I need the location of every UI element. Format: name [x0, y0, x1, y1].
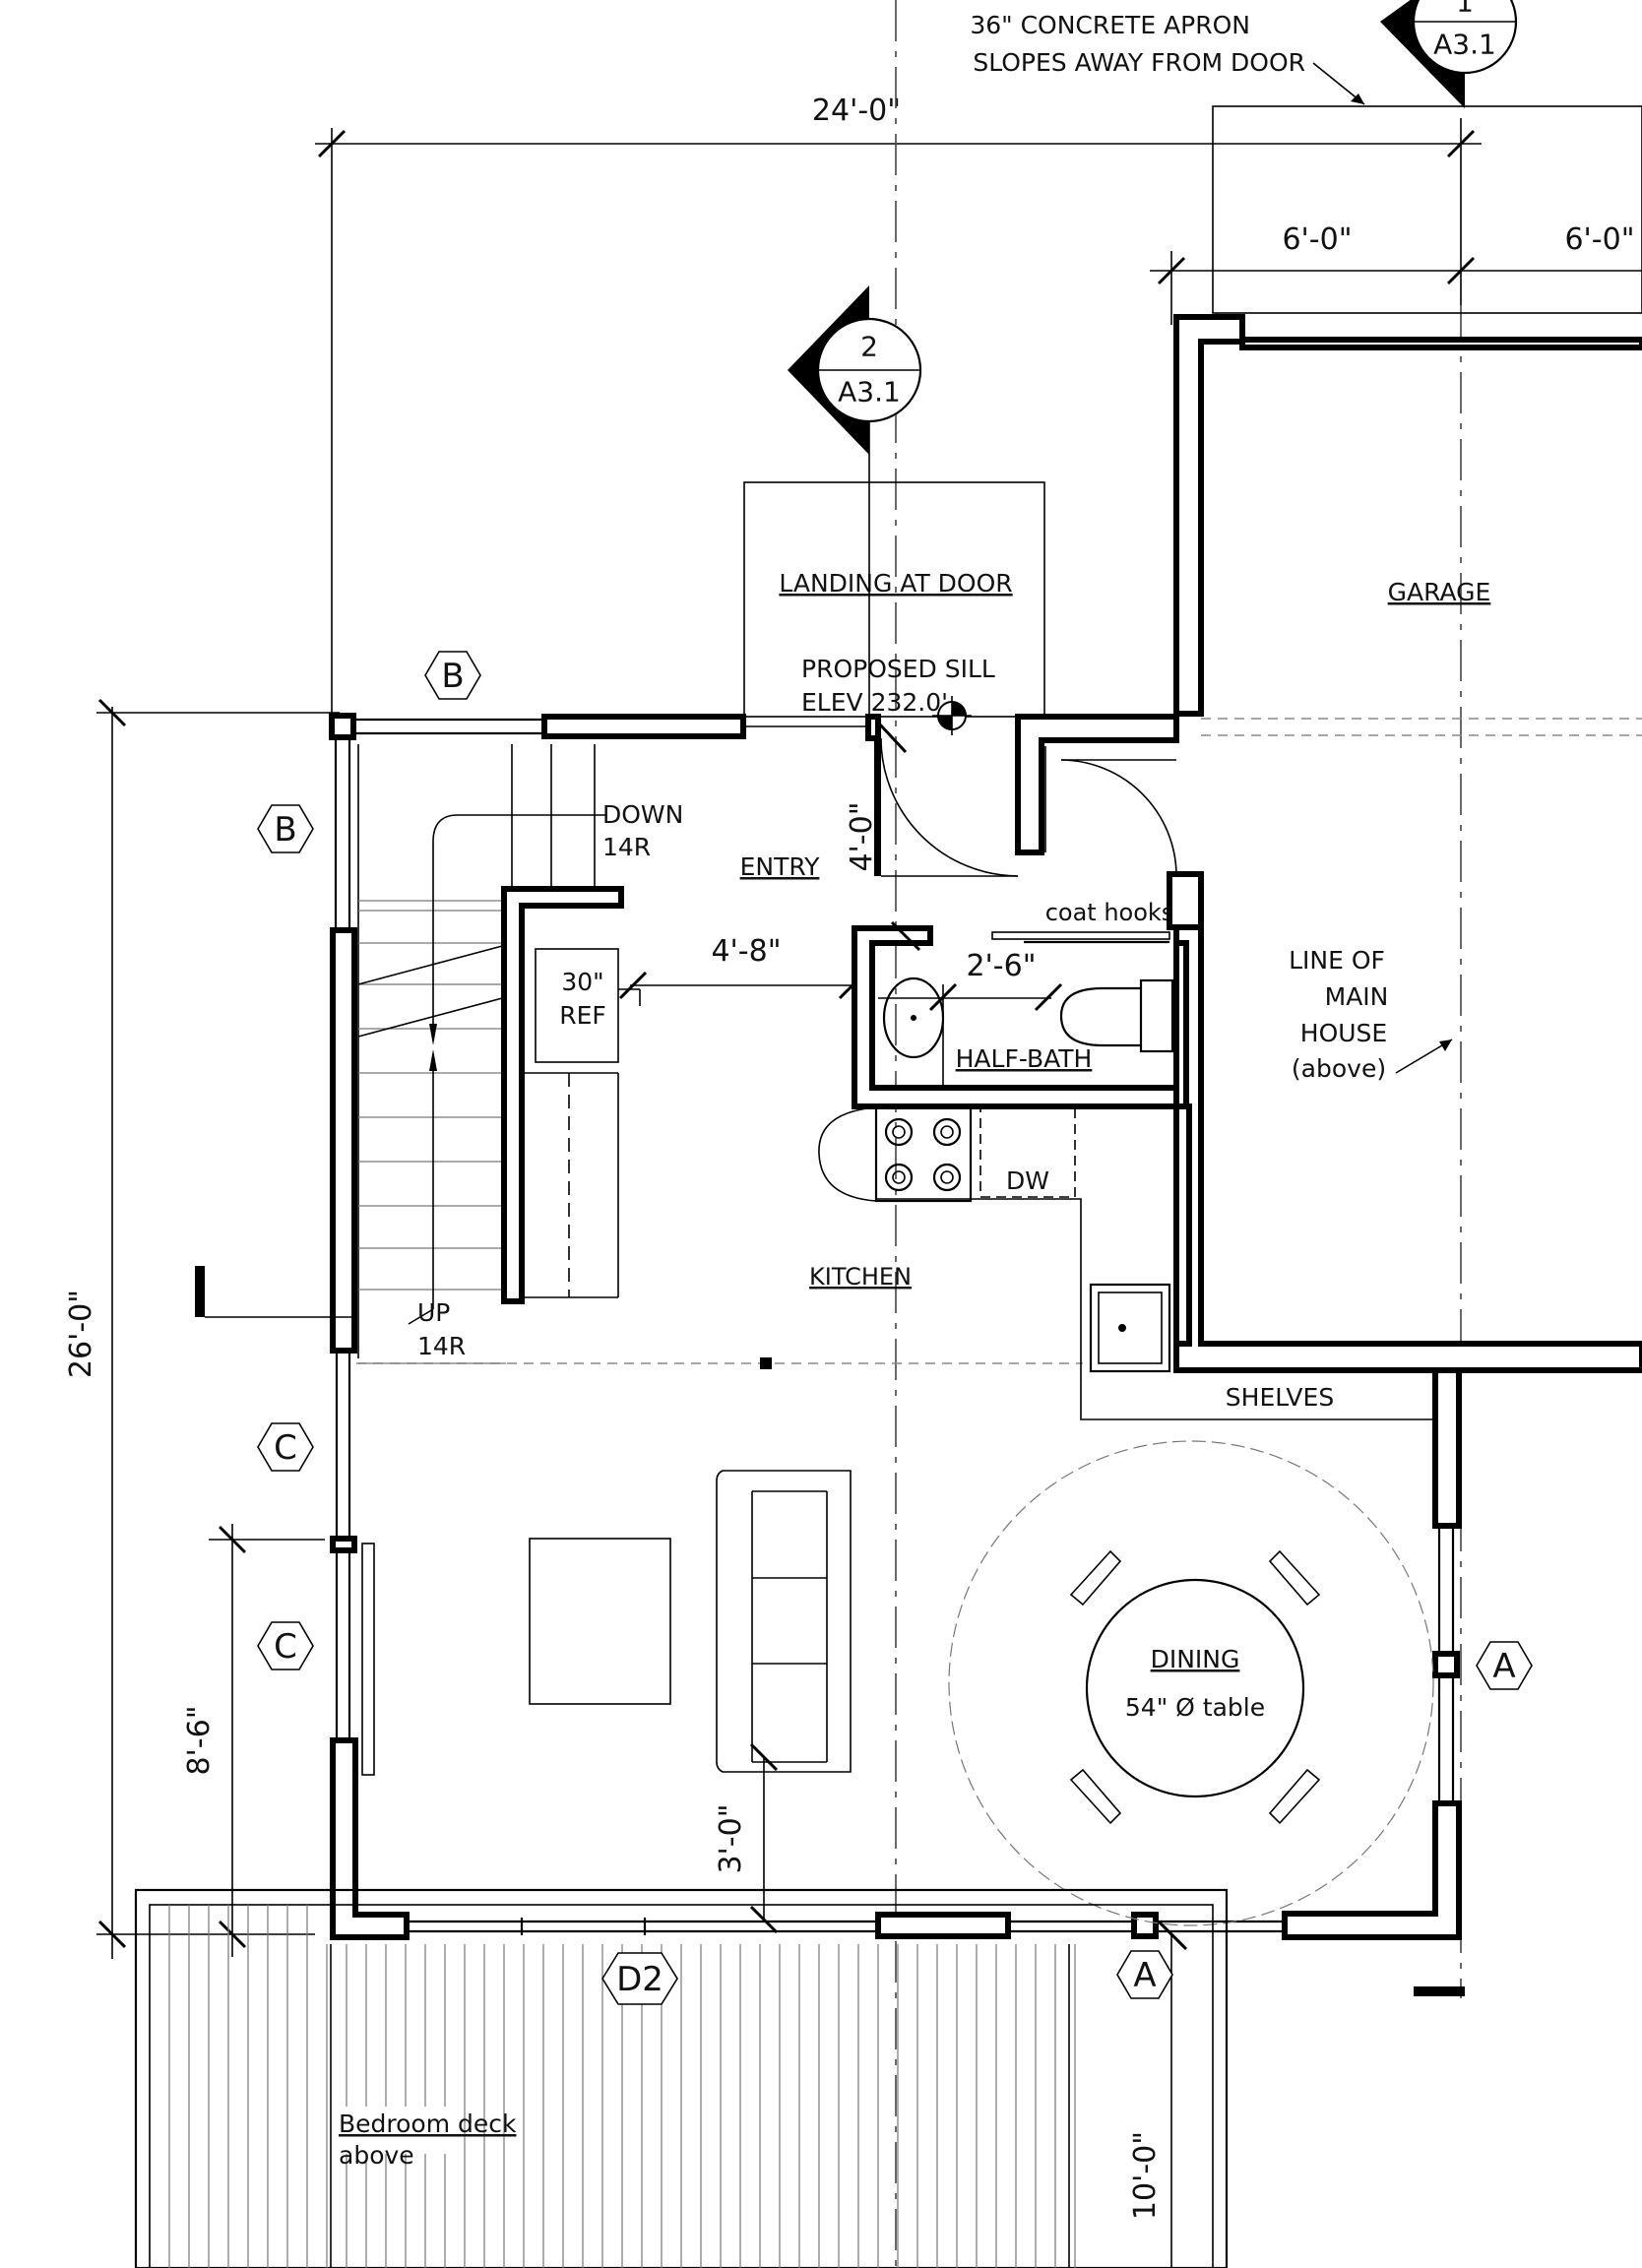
refrigerator-wall: 30" REF: [501, 886, 641, 1304]
deck-label-line1: Bedroom deck: [339, 2110, 517, 2138]
overall-width-dimension: 24'-0": [315, 94, 1482, 728]
ref-to-bath-dimension: 4'-8": [618, 934, 867, 1000]
apron-line1: 36" CONCRETE APRON: [970, 11, 1250, 39]
sofa-clear-text: 3'-0": [714, 1803, 748, 1873]
landing-label: LANDING AT DOOR: [779, 569, 1012, 598]
sill-label-line1: PROPOSED SILL: [801, 655, 995, 683]
coat-hooks: coat hooks: [991, 871, 1204, 944]
dining: DINING 54" Ø table: [948, 1440, 1434, 1926]
section-marker-2: 2 A3.1: [788, 285, 922, 719]
up-label-line2: 14R: [417, 1332, 466, 1360]
main-house-line4: (above): [1292, 1054, 1386, 1083]
half-bath: 2'-6" HALF-BATH: [852, 920, 1189, 1109]
main-house-note: LINE OF MAIN HOUSE (above): [1289, 946, 1453, 1083]
tag-c-upper: C: [257, 1422, 314, 1472]
section-2-sheet: A3.1: [838, 376, 901, 409]
entry-label: ENTRY: [740, 852, 821, 881]
ref-label-line2: REF: [559, 1001, 606, 1030]
main-house-line3: HOUSE: [1300, 1019, 1387, 1047]
entry-depth-dimension: 4'-0": [845, 801, 879, 871]
overall-depth-dimension: 26'-0": [64, 698, 340, 1959]
kitchen: DW KITCHEN SHELVES: [760, 1103, 1435, 1420]
tag-b-top: B: [424, 651, 481, 700]
main-house-line2: MAIN: [1325, 982, 1389, 1011]
window-span-dimension: 8'-6": [182, 1524, 325, 1957]
svg-text:C: C: [274, 1428, 297, 1468]
bath-width-text: 2'-6": [966, 949, 1036, 983]
garage: GARAGE: [1173, 105, 1642, 1373]
apron-note: 36" CONCRETE APRON SLOPES AWAY FROM DOOR: [970, 11, 1365, 105]
svg-text:A: A: [1133, 1956, 1156, 1995]
coat-hooks-label: coat hooks: [1045, 899, 1174, 926]
svg-text:B: B: [441, 657, 464, 696]
tag-a-bottom: A: [1116, 1950, 1173, 1999]
deck-depth-text: 10'-0": [1128, 2131, 1163, 2220]
svg-text:C: C: [274, 1627, 297, 1667]
half-bath-label: HALF-BATH: [956, 1044, 1093, 1073]
garage-dimension-a-text: 6'-0": [1282, 222, 1352, 257]
dishwasher-label: DW: [1006, 1166, 1049, 1195]
sill-label-line2: ELEV 232.0': [801, 688, 948, 717]
tag-d2: D2: [601, 1952, 678, 2005]
svg-text:B: B: [274, 810, 296, 850]
overall-width-text: 24'-0": [812, 94, 901, 128]
garage-dimension: 6'-0" 6'-0": [1150, 222, 1642, 325]
deck: Bedroom deck above 10'-0": [134, 1888, 1229, 2268]
dining-label: DINING: [1151, 1645, 1240, 1673]
living: 3'-0": [529, 1470, 852, 1934]
section-marker-1: 1 A3.1: [1380, 0, 1518, 108]
down-label-line2: 14R: [602, 833, 651, 861]
main-house-line1: LINE OF: [1289, 946, 1385, 975]
table-label: 54" Ø table: [1125, 1693, 1265, 1722]
svg-text:D2: D2: [616, 1960, 663, 1999]
up-label-line1: UP: [417, 1298, 450, 1327]
garage-dimension-b-text: 6'-0": [1564, 222, 1634, 257]
section-2-number: 2: [860, 331, 878, 363]
landing: LANDING AT DOOR PROPOSED SILL ELEV 232.0…: [743, 481, 1045, 735]
kitchen-label: KITCHEN: [809, 1263, 912, 1291]
deck-label-line2: above: [339, 2141, 414, 2170]
tag-b-left: B: [257, 804, 314, 853]
ref-to-bath-text: 4'-8": [711, 934, 781, 969]
section-1-sheet: A3.1: [1433, 29, 1496, 61]
exterior-walls: [195, 713, 1465, 1996]
apron-line2: SLOPES AWAY FROM DOOR: [973, 48, 1305, 77]
entry-depth-text: 4'-0": [845, 801, 879, 871]
section-1-number: 1: [1456, 0, 1474, 19]
ref-label-line1: 30": [561, 968, 603, 996]
garage-door: [1044, 746, 1177, 875]
tag-a-right: A: [1476, 1641, 1533, 1690]
garage-label: GARAGE: [1388, 578, 1491, 606]
window-span-text: 8'-6": [182, 1705, 217, 1775]
stairs: DOWN 14R UP 14R: [357, 744, 683, 1364]
tag-c-lower: C: [257, 1621, 314, 1670]
down-label-line1: DOWN: [602, 800, 683, 829]
svg-text:A: A: [1492, 1647, 1515, 1686]
entry-door: [874, 722, 1019, 877]
overall-depth-text: 26'-0": [64, 1290, 98, 1378]
shelves-label: SHELVES: [1226, 1383, 1334, 1412]
